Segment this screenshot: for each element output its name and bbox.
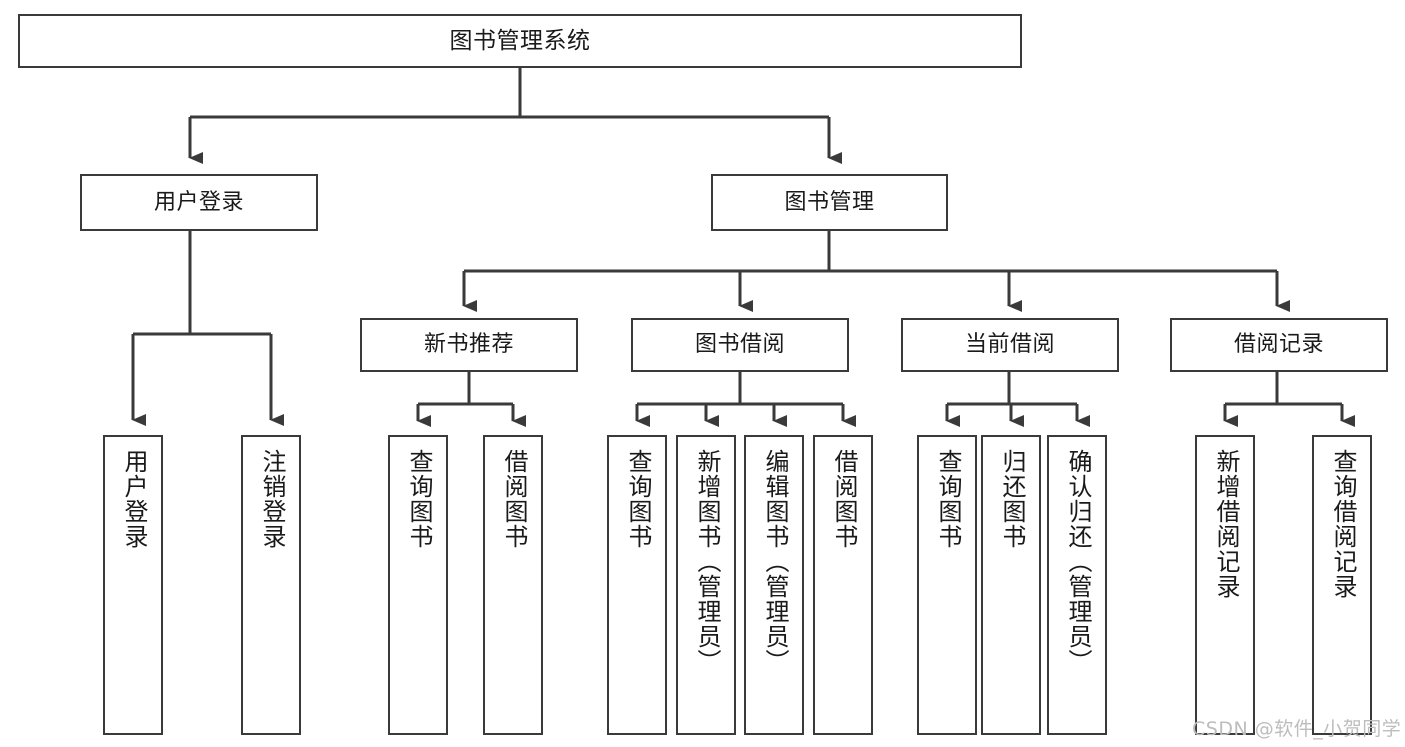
leaf-logout-login[interactable]: 注销登录 xyxy=(241,435,301,735)
node-label: 借阅图书 xyxy=(829,449,858,549)
node-new-book-recommend[interactable]: 新书推荐 xyxy=(360,318,578,372)
node-root-system[interactable]: 图书管理系统 xyxy=(18,14,1022,68)
node-label: 图书管理系统 xyxy=(449,27,591,54)
node-label: 图书管理 xyxy=(784,189,875,215)
leaf-query-borrow-record[interactable]: 查询借阅记录 xyxy=(1312,435,1372,735)
node-label: 归还图书 xyxy=(997,449,1026,549)
node-book-manage[interactable]: 图书管理 xyxy=(711,174,948,231)
node-borrow-record[interactable]: 借阅记录 xyxy=(1170,318,1388,372)
node-label: 用户登录 xyxy=(153,189,244,215)
leaf-borrow-book-1[interactable]: 借阅图书 xyxy=(483,435,543,735)
leaf-user-login[interactable]: 用户登录 xyxy=(103,435,163,735)
csdn-watermark: CSDN @软件_小贺同学 xyxy=(1192,718,1402,740)
node-user-login[interactable]: 用户登录 xyxy=(80,174,318,231)
leaf-query-book-2[interactable]: 查询图书 xyxy=(607,435,667,735)
node-label: 查询借阅记录 xyxy=(1328,449,1357,599)
node-label: 注销登录 xyxy=(257,449,286,549)
node-current-borrow[interactable]: 当前借阅 xyxy=(901,318,1119,372)
leaf-query-book-1[interactable]: 查询图书 xyxy=(388,435,448,735)
node-book-borrow[interactable]: 图书借阅 xyxy=(631,318,849,372)
node-label: 借阅图书 xyxy=(499,449,528,549)
node-label: 借阅记录 xyxy=(1233,332,1324,358)
node-label: 当前借阅 xyxy=(964,332,1055,358)
leaf-borrow-book-2[interactable]: 借阅图书 xyxy=(813,435,873,735)
leaf-edit-book-admin[interactable]: 编辑图书（管理员） xyxy=(744,435,804,735)
node-label: 编辑图书（管理员） xyxy=(760,449,789,674)
node-label: 查询图书 xyxy=(404,449,433,549)
leaf-return-book[interactable]: 归还图书 xyxy=(981,435,1041,735)
node-label: 用户登录 xyxy=(119,449,148,549)
node-label: 新书推荐 xyxy=(423,332,514,358)
leaf-add-borrow-record[interactable]: 新增借阅记录 xyxy=(1195,435,1255,735)
leaf-confirm-return-admin[interactable]: 确认归还（管理员） xyxy=(1047,435,1107,735)
node-label: 查询图书 xyxy=(623,449,652,549)
node-label: 查询图书 xyxy=(933,449,962,549)
leaf-add-book-admin[interactable]: 新增图书（管理员） xyxy=(676,435,736,735)
node-label: 图书借阅 xyxy=(694,332,785,358)
leaf-query-book-3[interactable]: 查询图书 xyxy=(917,435,977,735)
node-label: 新增图书（管理员） xyxy=(692,449,721,674)
node-label: 确认归还（管理员） xyxy=(1063,449,1092,674)
node-label: 新增借阅记录 xyxy=(1211,449,1240,599)
